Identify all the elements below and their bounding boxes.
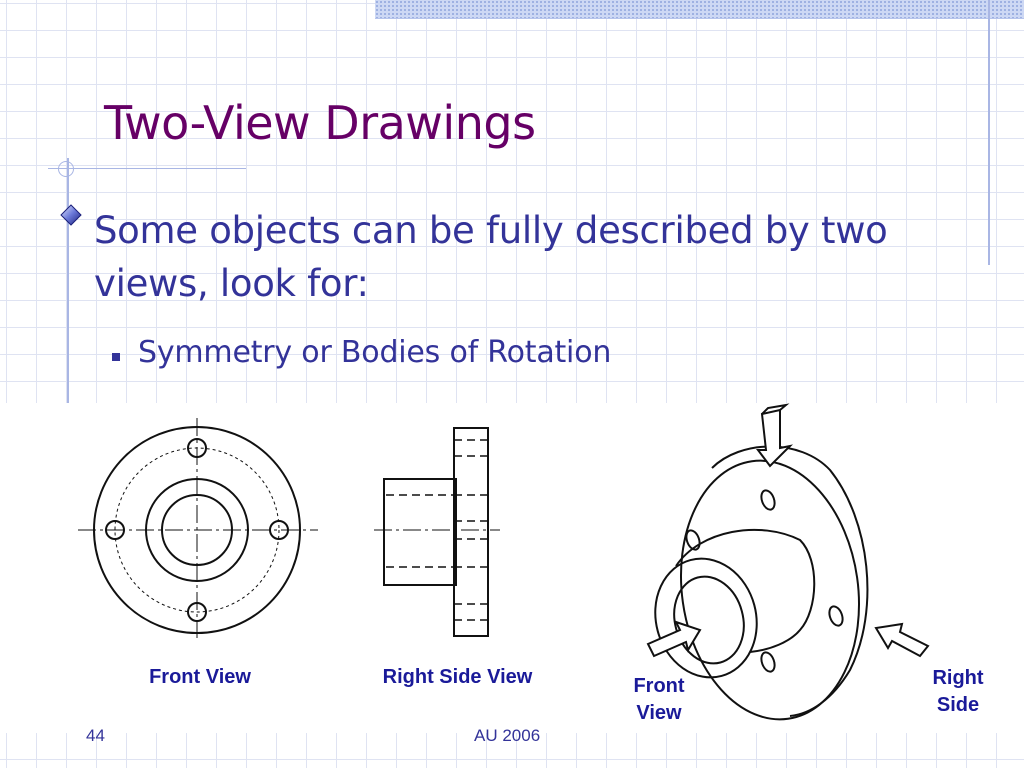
left-accent-line [67,158,69,406]
square-bullet-icon [112,353,120,361]
front-view-caption: Front View [149,666,251,688]
iso-front-view-label: Front View [633,675,685,724]
iso-right-side-label: Right Side [932,667,984,716]
slide-number: 44 [86,726,105,745]
slide-title: Two-View Drawings [104,96,536,150]
isometric-view-drawing [646,403,930,721]
right-side-view-caption: Right Side View [382,666,533,688]
registration-circle-icon [58,161,74,177]
right-side-view-drawing [374,427,500,637]
front-view-drawing [78,418,318,638]
header-decoration-bar [375,0,1024,18]
main-bullet-text: Some objects can be fully described by t… [94,209,888,305]
footer-text: AU 2006 [474,726,541,745]
title-underline [48,168,246,169]
diamond-bullet-icon [60,204,82,226]
header-decoration-edge [375,18,1024,19]
right-accent-line [988,0,990,265]
figure-background [0,403,1024,733]
sub-bullet-text: Symmetry or Bodies of Rotation [138,335,612,370]
